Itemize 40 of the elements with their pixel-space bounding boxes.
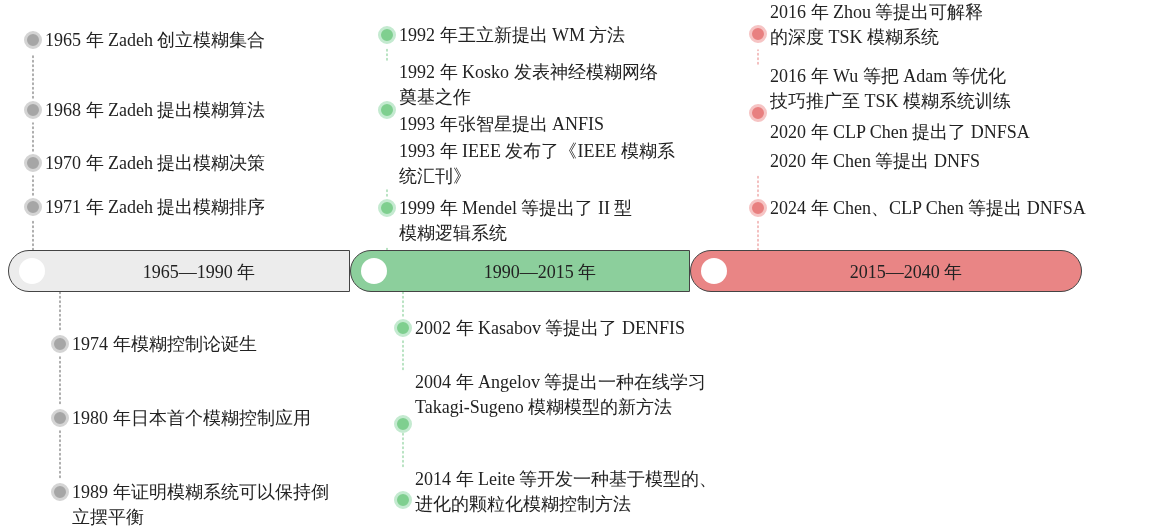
event-text: 1974 年模糊控制论诞生 [72,333,258,356]
period-band [8,250,350,292]
period-label: 1990—2015 年 [482,261,598,284]
event-text: 2004 年 Angelov 等提出一种在线学习 Takagi-Sugeno 模糊模型的新方法 [415,371,708,419]
dotted-connector [757,173,759,197]
dotted-connector [402,340,404,371]
dotted-connector [59,356,61,407]
dotted-connector [757,220,759,251]
event-text: 1965 年 Zadeh 创立模糊集合 [45,29,267,52]
event-text: 1968 年 Zadeh 提出模糊算法 [45,99,267,122]
dotted-connector [757,49,759,65]
dotted-connector [32,175,34,196]
period-band [690,250,1082,292]
event-text: 1970 年 Zadeh 提出模糊决策 [45,152,267,175]
event-text: 2020 年 CLP Chen 提出了 DNFSA [770,121,1031,144]
period-band [350,250,690,292]
period-label: 1965—1990 年 [141,261,257,284]
event-text: 1993 年张智星提出 ANFIS [399,113,605,136]
dotted-connector [59,291,61,333]
event-text: 2014 年 Leite 等开发一种基于模型的、进化的颗粒化模糊控制方法 [415,468,719,516]
event-text: 2002 年 Kasabov 等提出了 DENFIS [415,317,686,340]
event-text: 2016 年 Zhou 等提出可解释的深度 TSK 模糊系统 [770,1,985,49]
dotted-connector [402,291,404,317]
event-text: 1999 年 Mendel 等提出了 II 型模糊逻辑系统 [399,197,634,245]
event-text: 1971 年 Zadeh 提出模糊排序 [45,196,267,219]
dotted-connector [386,188,388,197]
dotted-connector [32,122,34,152]
event-text: 1980 年日本首个模糊控制应用 [72,407,312,430]
event-text: 1992 年 Kosko 发表神经模糊网络奠基之作 [399,61,659,109]
period-label: 2015—2040 年 [848,261,964,284]
event-text: 2020 年 Chen 等提出 DNFS [770,150,981,173]
dotted-connector [32,52,34,99]
event-text: 1992 年王立新提出 WM 方法 [399,24,627,47]
event-text: 1993 年 IEEE 发布了《IEEE 模糊系统汇刊》 [399,140,676,188]
dotted-connector [32,219,34,251]
dotted-connector [386,47,388,61]
event-text: 2024 年 Chen、CLP Chen 等提出 DNFSA [770,197,1087,220]
event-text: 1989 年证明模糊系统可以保持倒立摆平衡 [72,481,330,529]
event-text: 2016 年 Wu 等把 Adam 等优化技巧推广至 TSK 模糊系统训练 [770,65,1012,113]
dotted-connector [59,430,61,481]
